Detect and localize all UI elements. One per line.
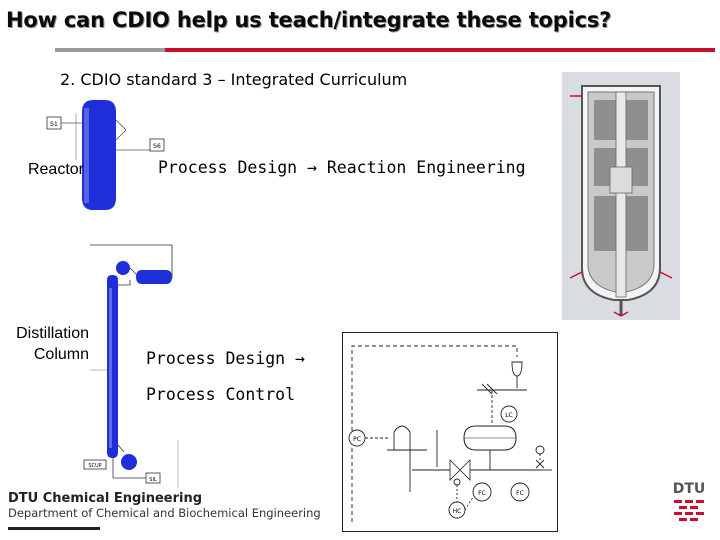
- footer-org-name: DTU Chemical Engineering: [8, 491, 203, 506]
- distillation-column: [107, 275, 118, 458]
- tag-fc-1-text: FC: [478, 490, 486, 497]
- condenser: [116, 261, 130, 275]
- footer-underline: [8, 527, 100, 530]
- stream-tag-scup-text: SCUP: [88, 463, 101, 469]
- title-rule-red: [165, 48, 715, 52]
- distillation-topic-line-2: Process Control: [146, 385, 296, 404]
- tag-fc-2-text: FC: [516, 490, 524, 497]
- reflux-drum: [136, 270, 172, 284]
- reactor-vessel: [82, 100, 116, 210]
- stream-tag-sil: [145, 472, 161, 484]
- tag-lc: [500, 405, 518, 423]
- stream-tag-s6: [149, 138, 165, 152]
- tag-hc-text: HC: [453, 508, 462, 515]
- stream-tag-s6-text: S6: [153, 143, 161, 150]
- distillation-column-label: Distillation Column: [16, 325, 89, 363]
- title-rule-gray: [55, 48, 165, 52]
- slide-subtitle: 2. CDIO standard 3 – Integrated Curricul…: [60, 70, 408, 89]
- tag-pc-text: PC: [353, 436, 361, 443]
- distillation-flowsheet-diagram: SCUP SIL: [83, 244, 179, 488]
- reactor-label: Reactor: [27, 161, 84, 178]
- tag-fc-2: [510, 482, 530, 502]
- reboiler: [121, 454, 137, 470]
- reactor-topic-line: Process Design → Reaction Engineering: [158, 158, 526, 177]
- distillation-topic-line-1: Process Design →: [146, 349, 305, 368]
- footer-department: Department of Chemical and Biochemical E…: [8, 506, 321, 520]
- stream-tag-s1-text: S1: [50, 121, 58, 128]
- slide-title: How can CDIO help us teach/integrate the…: [6, 8, 612, 32]
- dtu-logo-text: DTU: [673, 481, 706, 497]
- reactor-flowsheet-diagram: S1 S6: [46, 100, 165, 210]
- stream-tag-sil-text: SIL: [149, 477, 157, 483]
- tag-fc-1: [472, 482, 492, 502]
- stream-tag-scup: [83, 459, 107, 470]
- dtu-logo: DTU: [673, 481, 706, 521]
- tag-lc-text: LC: [505, 412, 513, 419]
- process-control-diagram: LC PC FC FC HC: [342, 332, 558, 532]
- reactor-cutaway-image: [562, 72, 680, 320]
